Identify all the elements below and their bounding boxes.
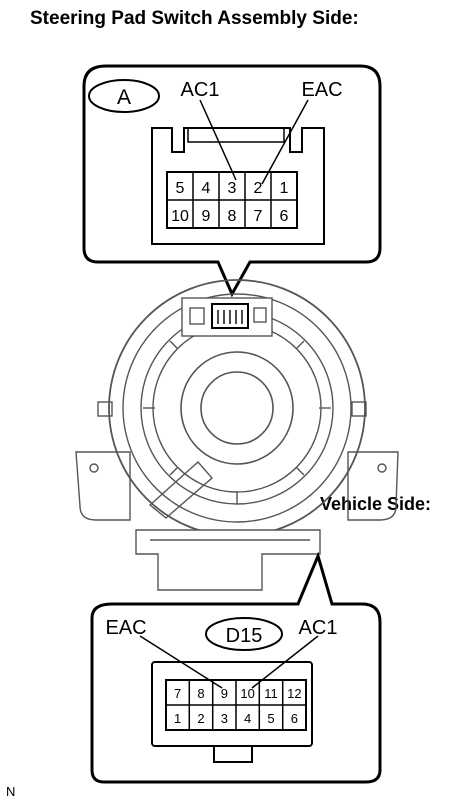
pin-10: 10 — [240, 686, 254, 701]
connector-id-ellipse-d15 — [205, 617, 283, 651]
pin-1: 1 — [174, 711, 181, 726]
pin-4: 4 — [202, 180, 211, 197]
pin-9: 9 — [202, 208, 211, 225]
leader-ac1-d15 — [251, 635, 319, 689]
clock-spring-cable — [148, 461, 213, 519]
connector-id-ellipse-a — [88, 79, 160, 113]
label-ac1-d15: AC1 — [299, 617, 338, 639]
pin-11: 11 — [264, 686, 278, 701]
label-eac-d15: EAC — [105, 617, 146, 639]
connector-d15-id: D15 — [226, 625, 263, 647]
clock-spring-center — [200, 371, 274, 445]
title-steering-pad-side: Steering Pad Switch Assembly Side: — [30, 8, 359, 29]
connector-a-id: A — [117, 86, 131, 109]
pin-12: 12 — [287, 686, 301, 701]
pin-7: 7 — [254, 208, 263, 225]
pin-7: 7 — [174, 686, 181, 701]
clock-spring-assembly — [75, 279, 399, 591]
label-eac-a: EAC — [301, 79, 342, 101]
pin-10: 10 — [171, 208, 189, 225]
connector-a-callout — [82, 64, 382, 298]
pin-1: 1 — [280, 180, 289, 197]
pin-8: 8 — [197, 686, 204, 701]
pin-6: 6 — [280, 208, 289, 225]
leader-eac-d15 — [139, 635, 223, 689]
connector-a-lock — [187, 127, 285, 143]
pin-3: 3 — [228, 180, 237, 197]
pin-3: 3 — [221, 711, 228, 726]
leader-eac-a — [261, 99, 309, 185]
figure-code: N — [6, 784, 16, 799]
pin-4: 4 — [244, 711, 251, 726]
connector-a-housing — [151, 127, 325, 245]
right-mount — [347, 451, 399, 521]
pin-9: 9 — [221, 686, 228, 701]
callout-bubble-a — [82, 64, 382, 298]
callout-bubble-d15 — [90, 551, 382, 784]
pin-6: 6 — [291, 711, 298, 726]
left-mount — [75, 451, 131, 521]
body-connector-bottom — [135, 529, 321, 591]
connector-d15-housing — [151, 661, 313, 747]
pin-2: 2 — [197, 711, 204, 726]
connector-d15-callout — [90, 551, 382, 784]
label-ac1-a: AC1 — [181, 79, 220, 101]
pin-2: 2 — [254, 180, 263, 197]
pin-5: 5 — [267, 711, 274, 726]
pin-5: 5 — [176, 180, 185, 197]
pin-8: 8 — [228, 208, 237, 225]
leader-ac1-a — [199, 99, 237, 181]
